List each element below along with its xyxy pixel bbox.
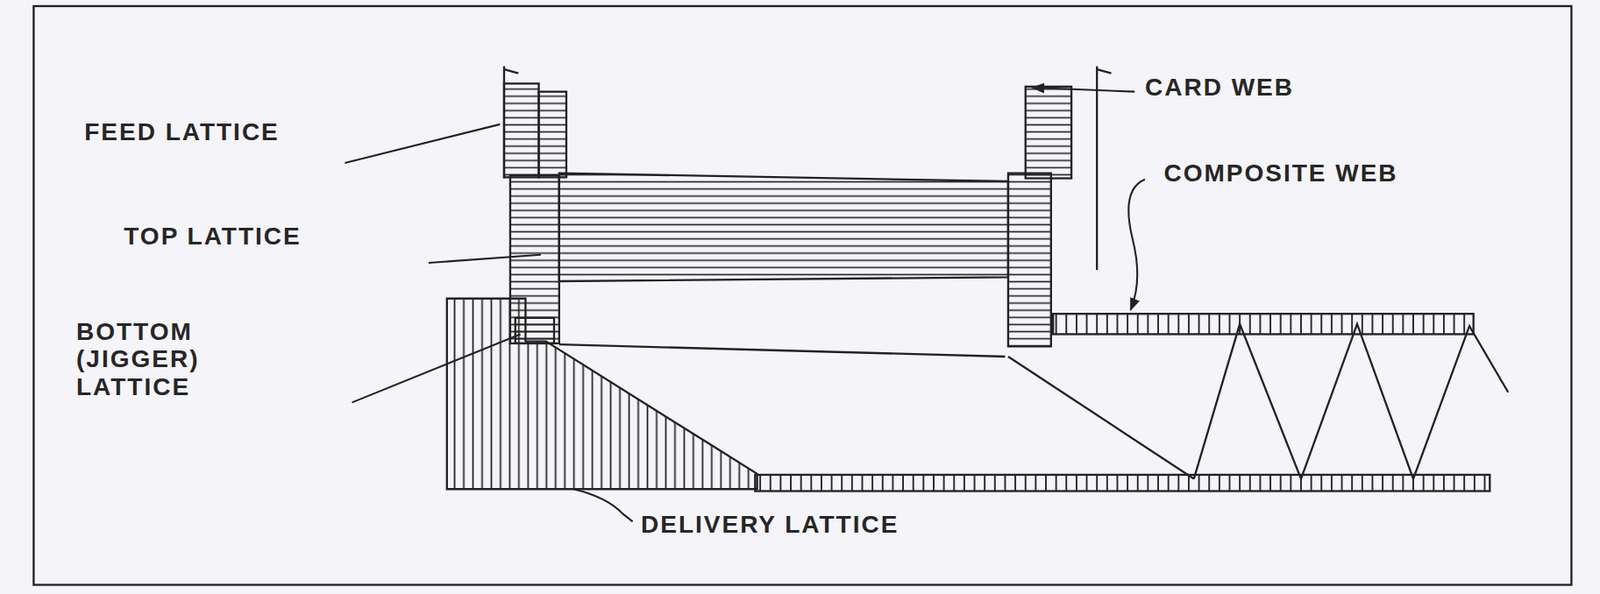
part-label: CARD WEB <box>1144 73 1295 101</box>
frame <box>33 6 1572 586</box>
part-label: TOP LATTICE <box>110 222 315 250</box>
part-label: BOTTOM (JIGGER) LATTICE <box>76 318 281 401</box>
leader-lines <box>344 87 1145 522</box>
part-label: FEED LATTICE <box>79 118 285 146</box>
part-label: COMPOSITE WEB <box>1163 159 1399 187</box>
part-label: DELIVERY LATTICE <box>640 511 899 539</box>
machine <box>447 66 1508 492</box>
